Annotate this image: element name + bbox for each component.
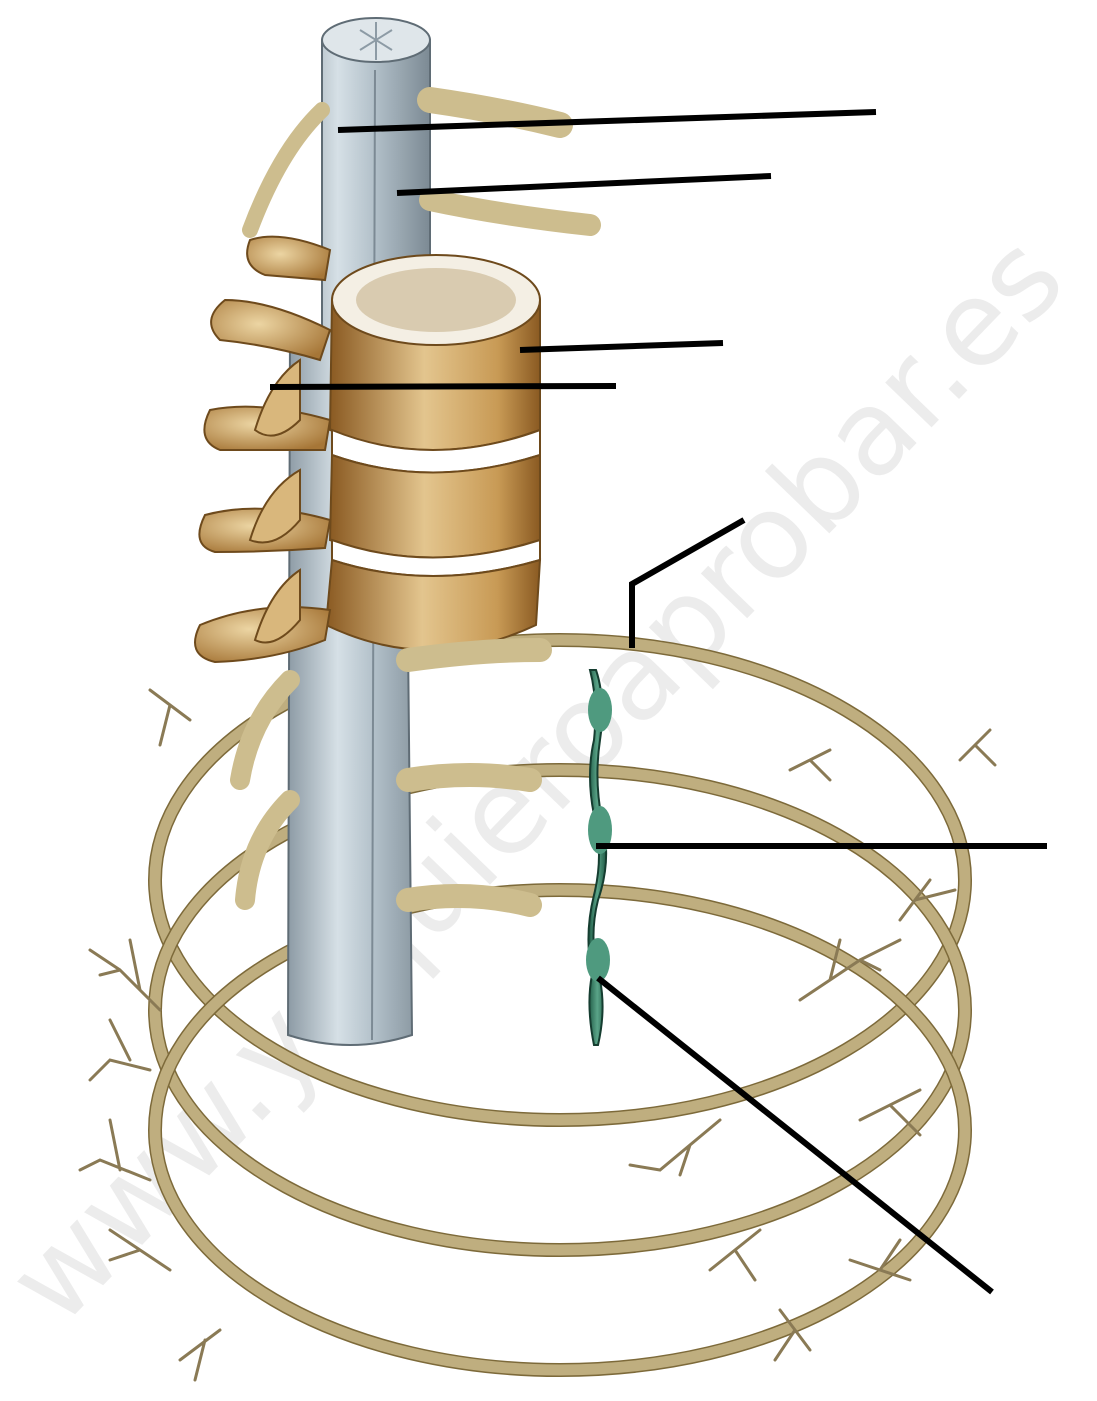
vertebral-column	[326, 255, 540, 650]
leader-line	[270, 386, 616, 387]
leader-line	[520, 343, 723, 350]
vertebral-body	[330, 255, 540, 450]
leader-line	[397, 176, 771, 193]
